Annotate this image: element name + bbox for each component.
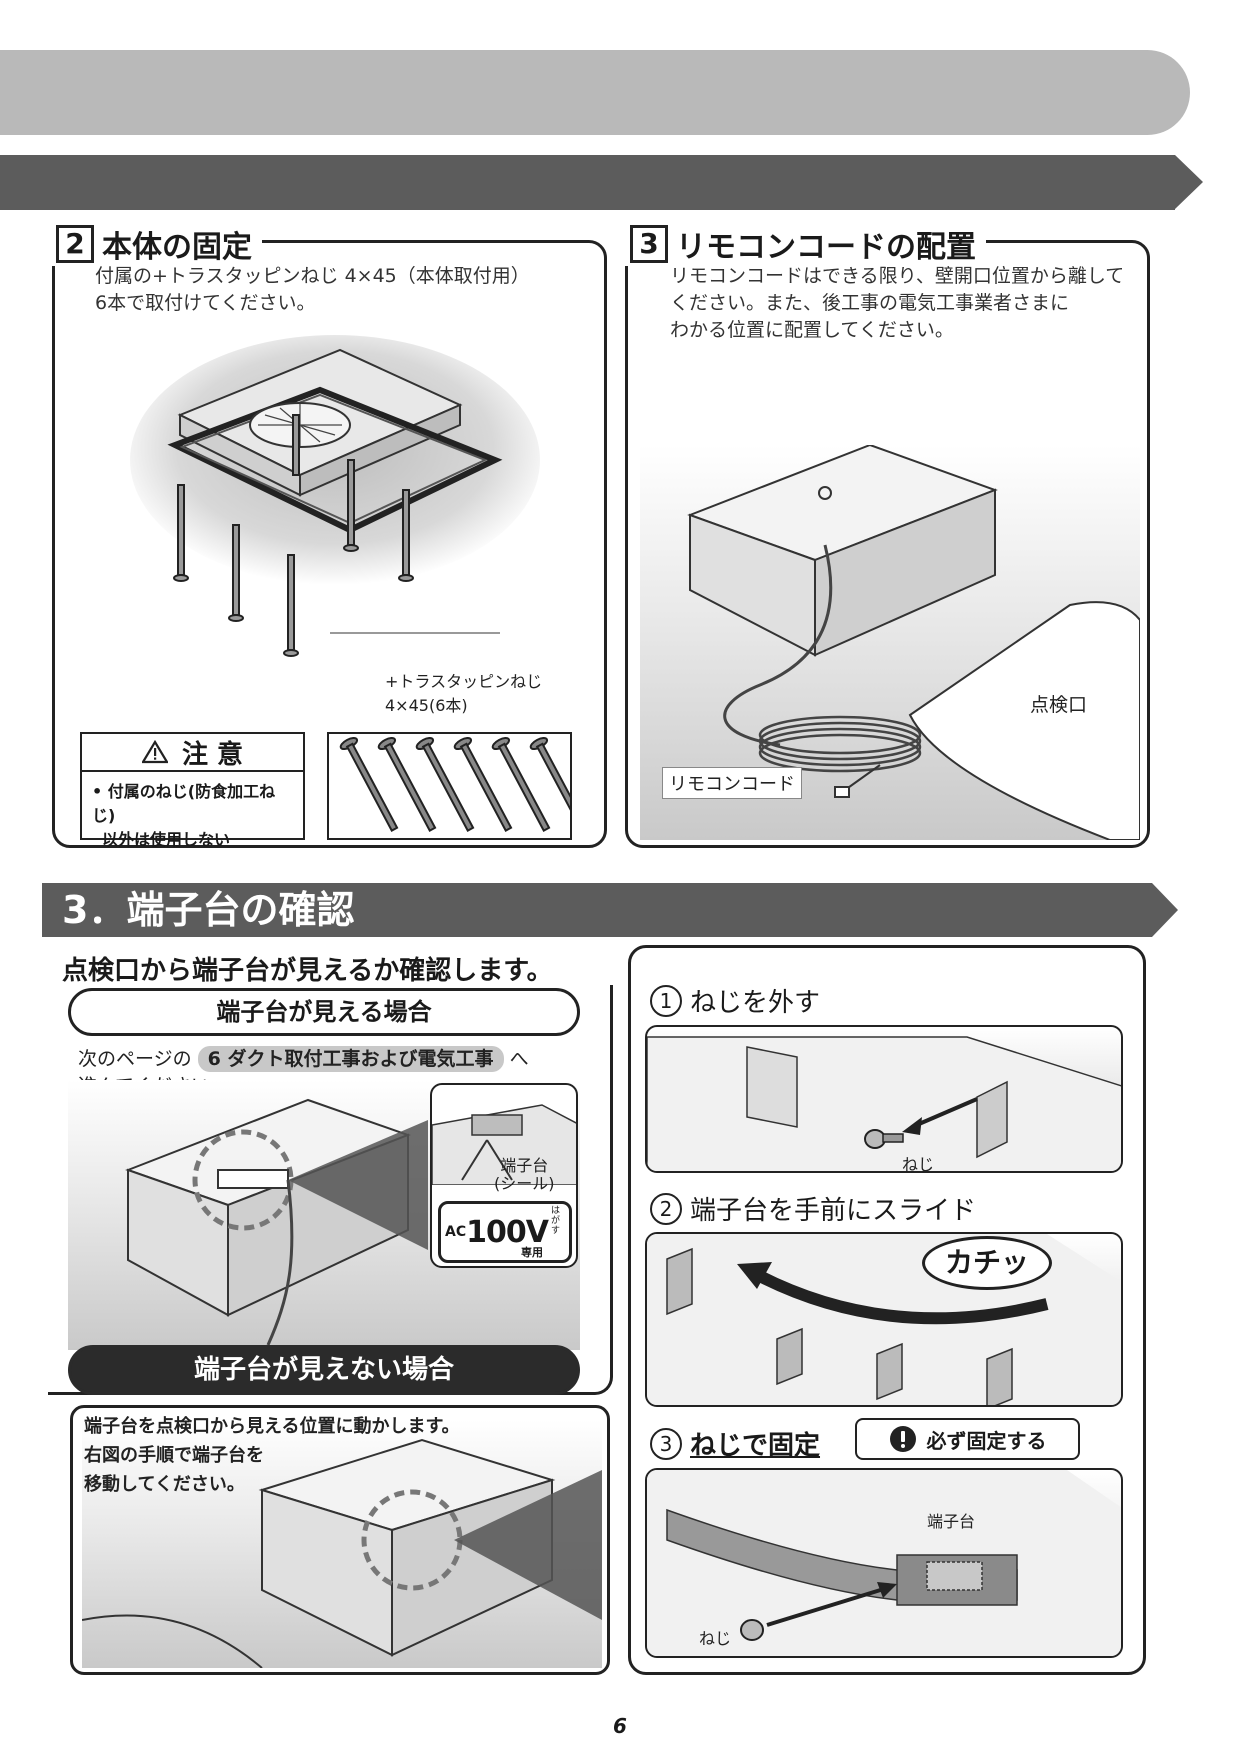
six-screws-icon (339, 737, 589, 832)
remove-screw-drawing (647, 1036, 1121, 1171)
caution-header: 注 意 (82, 734, 303, 772)
invisible-case-title: 端子台が見えない場合 (68, 1345, 580, 1395)
terminal-zoom-box: 端子台 (シール) AC 100V 専用 はがす (430, 1083, 578, 1268)
fix-screw-drawing (647, 1470, 1121, 1656)
panel-title-main-body-fixing: 2 本体の固定 (46, 222, 262, 266)
ac-peel: はがす (551, 1206, 561, 1236)
terminal-block-drawing (432, 1104, 576, 1186)
header-band-dark (0, 155, 1203, 210)
header-band-light (0, 50, 1190, 135)
visible-case-title: 端子台が見える場合 (68, 988, 580, 1036)
invisible-case-illustration (82, 1420, 602, 1668)
inspection-port-label: 点検口 (1030, 694, 1088, 716)
terminal-section-title: 3．端子台の確認 (42, 883, 1178, 937)
screw-label: +トラスタッピンねじ 4×45(6本) (385, 672, 543, 715)
screw-label: ねじ (902, 1155, 935, 1173)
exclamation-circle-icon (889, 1426, 916, 1452)
page-number: 6 (613, 1714, 627, 1738)
step-1-illustration: ねじ (645, 1025, 1123, 1173)
terminal-visible-drawing (125, 1098, 428, 1346)
step-1-label: 1 ねじを外す (650, 982, 820, 1019)
step-number-circle: 2 (650, 1192, 682, 1225)
screw-label: ねじ (699, 1629, 732, 1648)
click-callout: カチッ (922, 1236, 1052, 1290)
caution-title: 注 意 (181, 739, 244, 770)
warning-triangle-icon (141, 740, 168, 764)
panel-title-remote-cord: 3 リモコンコードの配置 (620, 222, 986, 266)
remote-cord-label: リモコンコード (662, 767, 802, 799)
section-title: リモコンコードの配置 (676, 230, 976, 265)
step-number-circle: 1 (650, 984, 682, 1017)
caution-body: • 付属のねじ(防食加工ねじ) 以外は使用しない (92, 782, 276, 849)
seal-label: 端子台 (シール) (494, 1156, 555, 1193)
ac-value: 100V (466, 1214, 549, 1250)
terminal-section-subtitle: 点検口から端子台が見えるか確認します。 (62, 956, 553, 986)
fan-unit-drawing (687, 445, 1140, 840)
fan-unit-screw-illustration (130, 335, 540, 657)
terminal-hidden-drawing (82, 1438, 602, 1668)
ac100v-seal: AC 100V 専用 はがす (438, 1201, 572, 1263)
must-fix-badge: 必ず固定する (855, 1418, 1080, 1460)
step-2-label: 2 端子台を手前にスライド (650, 1190, 976, 1227)
terminal-label: 端子台 (927, 1512, 976, 1531)
step-number-box: 2 (56, 225, 94, 263)
instruction-text: 付属の+トラスタッピンねじ 4×45（本体取付用） 6本で取付けてください。 (95, 265, 530, 314)
remote-cord-illustration: 点検口 リモコンコード (640, 445, 1140, 840)
step-number-circle: 3 (650, 1427, 682, 1460)
ac-dedicated: 専用 (521, 1246, 543, 1259)
ac-prefix: AC (445, 1224, 467, 1240)
step-3-illustration: 端子台 ねじ (645, 1468, 1123, 1658)
screw-set-box (327, 732, 589, 840)
step-number-box: 3 (630, 225, 668, 263)
invisible-case-text: 端子台を点検口から見える位置に動かします。 右図の手順で端子台を 移動してくださ… (84, 1416, 460, 1495)
caution-box: 注 意 • 付属のねじ(防食加工ねじ) 以外は使用しない (80, 732, 305, 849)
step-2-illustration: カチッ (645, 1232, 1123, 1407)
section-title: 本体の固定 (102, 230, 252, 265)
next-page-link[interactable]: 6 ダクト取付工事および電気工事 (197, 1046, 504, 1072)
step-3-label: 3 ねじで固定 (650, 1425, 820, 1462)
instruction-text: リモコンコードはできる限り、壁開口位置から離して ください。また、後工事の電気工… (670, 265, 1125, 341)
